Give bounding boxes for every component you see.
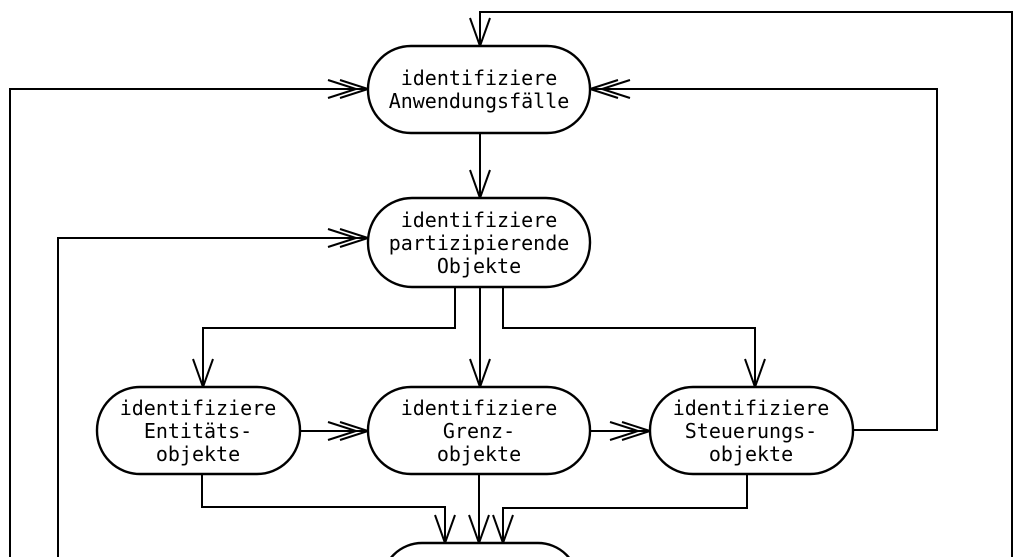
connector-left-outer-feedback bbox=[9, 88, 366, 557]
node-label: partizipierende bbox=[389, 231, 570, 255]
node-label: Entitäts- bbox=[144, 419, 252, 443]
node-label: Grenz- bbox=[443, 419, 515, 443]
node-shape bbox=[648, 385, 855, 476]
node-label: Objekte bbox=[437, 254, 521, 278]
node-shape bbox=[95, 385, 302, 476]
node-identify-entity-objects: identifiziere Entitäts- objekte bbox=[95, 385, 302, 476]
node-shape bbox=[366, 385, 592, 476]
node-label: Anwendungsfälle bbox=[389, 89, 570, 113]
node-identify-control-objects: identifiziere Steuerungs- objekte bbox=[648, 385, 855, 476]
node-label: identifiziere bbox=[120, 396, 277, 420]
connector-control-to-usecases bbox=[592, 88, 938, 431]
connector-participating-to-control bbox=[502, 287, 756, 385]
node-label: objekte bbox=[709, 442, 793, 466]
node-identify-participating-objects: identifiziere partizipierende Objekte bbox=[366, 196, 592, 289]
node-label: identifiziere bbox=[401, 66, 558, 90]
node-label: Steuerungs- bbox=[685, 419, 817, 443]
node-shape bbox=[366, 196, 592, 289]
node-identify-boundary-objects: identifiziere Grenz- objekte bbox=[366, 385, 592, 476]
node-partial-bottom bbox=[390, 541, 570, 557]
node-label: identifiziere bbox=[401, 396, 558, 420]
node-label: identifiziere bbox=[673, 396, 830, 420]
connectors bbox=[9, 11, 1013, 557]
connector-participating-to-entity bbox=[202, 287, 456, 385]
node-label: objekte bbox=[437, 442, 521, 466]
connector-left-inner-feedback bbox=[57, 237, 366, 557]
node-label: identifiziere bbox=[401, 208, 558, 232]
connector-entity-to-bottom bbox=[201, 474, 446, 541]
connector-top-feedback bbox=[479, 11, 1013, 557]
connector-control-to-bottom bbox=[502, 474, 748, 541]
node-shape bbox=[366, 44, 592, 135]
node-identify-use-cases: identifiziere Anwendungsfälle bbox=[366, 44, 592, 135]
node-shape bbox=[390, 541, 570, 557]
node-label: objekte bbox=[156, 442, 240, 466]
